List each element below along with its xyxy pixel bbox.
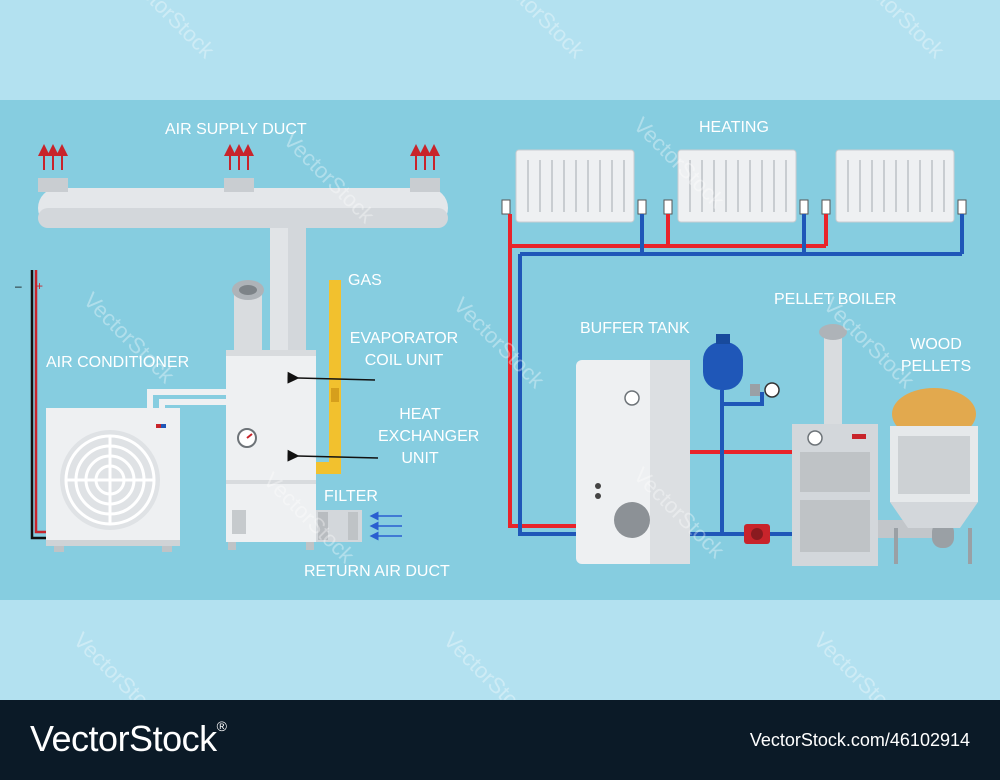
furnace <box>226 280 316 550</box>
power-cable <box>30 270 46 540</box>
cable-minus: – <box>15 279 22 293</box>
label-wood-line2: PELLETS <box>900 358 972 375</box>
footer-brand[interactable]: VectorStock® <box>30 718 227 760</box>
label-heat-exchanger: HEAT EXCHANGER UNIT <box>378 404 480 470</box>
footer-url[interactable]: VectorStock.com/46102914 <box>749 730 970 750</box>
return-air-filter <box>316 510 362 542</box>
pointer-arrows <box>287 371 379 462</box>
footer-brand-text: VectorStock <box>30 718 217 759</box>
circulation-pump <box>744 524 770 544</box>
cable-plus: + <box>36 279 44 293</box>
top-band <box>0 0 1000 100</box>
label-heat-line2: EXCHANGER <box>378 428 480 445</box>
label-gas: GAS <box>348 272 382 289</box>
label-wood-line1: WOOD <box>910 336 962 353</box>
radiator-2 <box>677 149 797 223</box>
label-evaporator: EVAPORATOR COIL UNIT <box>348 328 460 372</box>
label-filter: FILTER <box>324 488 378 505</box>
buffer-tank <box>576 360 690 564</box>
pellet-hopper <box>890 388 978 564</box>
air-supply-duct <box>38 178 448 350</box>
label-air-supply-duct: AIR SUPPLY DUCT <box>165 121 307 138</box>
footer-bar: VectorStock® VectorStock.com/46102914 <box>0 700 1000 780</box>
label-evaporator-line2: COIL UNIT <box>364 352 444 369</box>
label-pellet-boiler: PELLET BOILER <box>774 291 897 308</box>
label-evaporator-line1: EVAPORATOR <box>349 330 459 347</box>
radiator-3 <box>835 149 955 223</box>
pellet-boiler <box>792 324 954 566</box>
label-wood-pellets: WOOD PELLETS <box>898 334 974 378</box>
supply-air-arrows <box>38 144 440 170</box>
label-buffer-tank: BUFFER TANK <box>580 320 690 337</box>
label-heat-line3: UNIT <box>401 450 439 467</box>
label-air-conditioner: AIR CONDITIONER <box>46 354 190 371</box>
bottom-band <box>0 600 1000 700</box>
footer-brand-registered: ® <box>216 718 227 734</box>
label-heat-line1: HEAT <box>399 406 441 423</box>
hvac-diagram <box>30 144 978 566</box>
label-heating: HEATING <box>699 119 769 136</box>
cold-return-pipes <box>518 214 964 536</box>
label-return-air-duct: RETURN AIR DUCT <box>304 563 450 580</box>
return-air-arrows <box>369 511 402 541</box>
gas-pipe <box>316 280 341 474</box>
hot-supply-pipes <box>508 214 828 528</box>
radiator-1 <box>515 149 635 223</box>
air-conditioner-unit <box>46 408 180 552</box>
expansion-vessel <box>703 334 780 406</box>
